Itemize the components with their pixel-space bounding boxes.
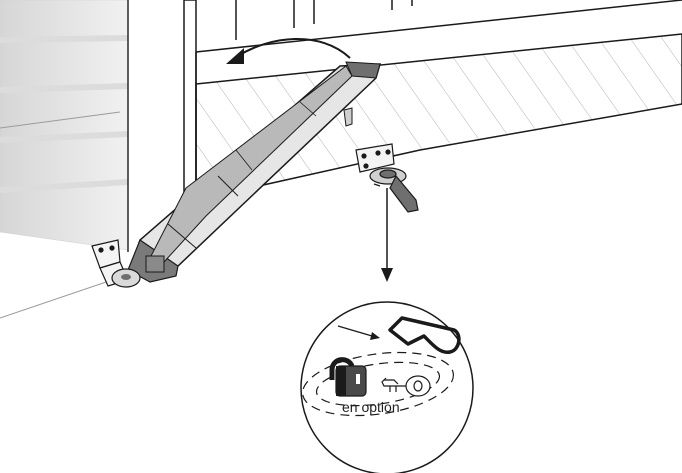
key-icon: [381, 375, 431, 397]
option-label: en option: [342, 399, 400, 415]
arrow-icon: [337, 325, 380, 340]
dashed-ring: [302, 351, 454, 417]
release-lever-icon: [355, 143, 419, 213]
detail-callout: en option: [300, 301, 474, 473]
callout-arrow: [381, 188, 393, 282]
padlock-icon: [329, 357, 367, 397]
opening-direction-arrow: [226, 38, 351, 64]
gate-actuator-icon: [111, 61, 382, 288]
wall-pillar: [0, 0, 129, 319]
release-lever-detail-icon: [388, 316, 461, 354]
